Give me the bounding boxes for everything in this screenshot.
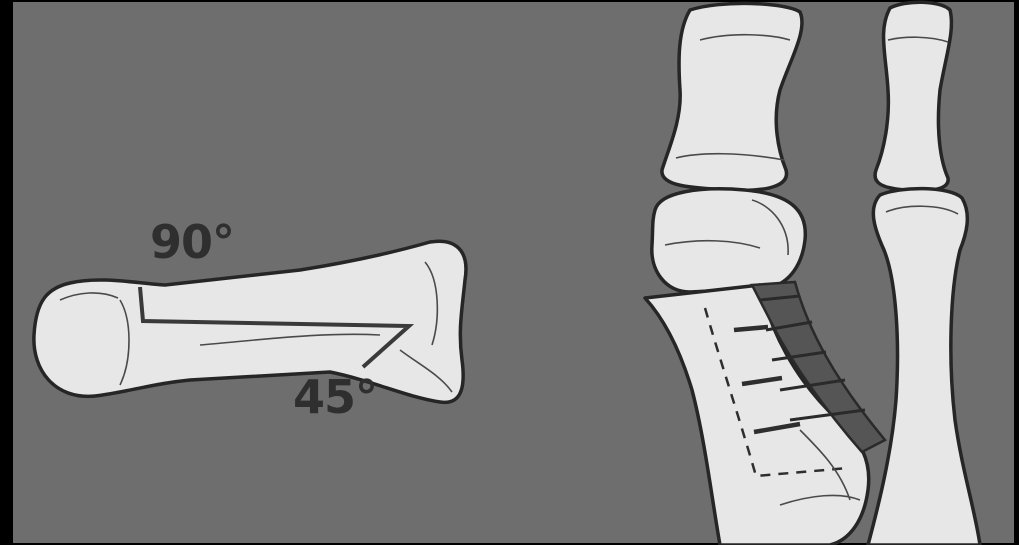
angle-label-90: 90° — [150, 215, 234, 269]
first-metatarsal-head — [652, 189, 805, 292]
angle-label-45: 45° — [293, 370, 377, 424]
